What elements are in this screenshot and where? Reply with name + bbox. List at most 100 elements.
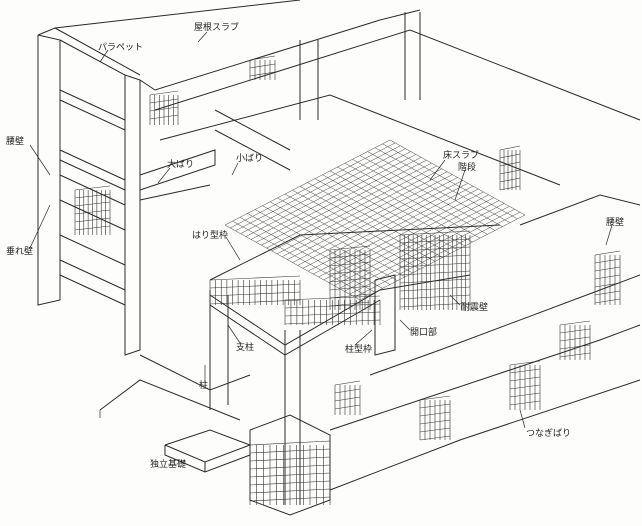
rebar-line — [74, 201, 111, 207]
rebar-line — [249, 480, 331, 486]
rebar-line — [559, 352, 591, 358]
rebar-line — [249, 456, 331, 462]
label-tie-beam: つなぎばり — [526, 429, 572, 439]
rebar-line — [349, 209, 515, 295]
label-parapet: パラペット — [98, 43, 144, 53]
rebar-line — [287, 174, 453, 260]
label-beam-formwork: はり型枠 — [192, 231, 229, 241]
rebar-line — [249, 63, 276, 69]
rebar-line — [499, 185, 521, 191]
rebar-line — [509, 384, 541, 390]
rebar-line — [329, 277, 371, 283]
rebar-line — [509, 400, 541, 406]
rebar-line — [359, 214, 526, 301]
label-hanging-wall: 垂れ壁 — [6, 247, 34, 257]
rebar-line — [559, 336, 591, 342]
rebar-line — [249, 496, 331, 502]
column-rebar — [249, 274, 396, 516]
rebar-line — [256, 157, 422, 243]
rebar-line — [399, 254, 471, 260]
rebar-line — [74, 185, 111, 191]
label-floor-slab: 床スラブ — [443, 151, 480, 161]
rebar-line — [284, 311, 381, 317]
rebar-line — [399, 294, 471, 300]
label-stairs: 階段 — [458, 163, 477, 173]
rebar-line — [245, 151, 411, 237]
rebar-line — [230, 142, 396, 229]
label-column: 柱 — [199, 381, 209, 391]
rebar-line — [292, 177, 458, 263]
rebar-line — [399, 238, 471, 244]
rebar-line — [399, 270, 471, 276]
label-small-beam: 小ばり — [236, 154, 264, 164]
rebar-line — [329, 293, 371, 299]
rebar-line — [509, 376, 541, 382]
rebar-line — [149, 106, 179, 112]
rebar-line — [509, 368, 541, 374]
rebar-line — [594, 266, 621, 272]
label-spandrel-wall-right: 腰壁 — [606, 218, 625, 228]
rebar-line — [499, 153, 521, 159]
rebar-line — [399, 230, 471, 236]
rebar-line — [594, 298, 621, 304]
rebar-line — [594, 274, 621, 280]
rebar-line — [249, 440, 331, 446]
label-isolated-footing: 独立基礎 — [150, 460, 187, 470]
rebar-line — [249, 488, 331, 494]
rebar-line — [419, 411, 451, 417]
rebar-line — [74, 217, 111, 223]
rebar-line — [594, 290, 621, 296]
label-support-post: 支柱 — [236, 343, 255, 353]
rebar-line — [261, 159, 427, 246]
rebar-line — [149, 90, 179, 96]
rebar-line — [419, 435, 451, 441]
rebar-line — [323, 194, 489, 281]
rebar-line — [509, 392, 541, 398]
rebar-line — [209, 275, 301, 281]
rebar-line — [559, 320, 591, 326]
rebar-line — [74, 225, 111, 231]
rebar-line — [209, 283, 301, 289]
rebar-line — [149, 114, 179, 120]
rebar-line — [209, 291, 301, 297]
rebar-line — [329, 269, 371, 275]
rebar-line — [509, 360, 541, 366]
rebar-line — [249, 71, 276, 77]
leader-lines — [29, 31, 613, 429]
rebar-line — [559, 344, 591, 350]
rebar-line — [284, 319, 381, 325]
rebar-line — [334, 396, 361, 402]
rebar-line — [334, 388, 361, 394]
rebar-line — [328, 197, 494, 283]
rebar-cages — [74, 55, 621, 505]
rebar-line — [594, 258, 621, 264]
slab-rebar-mesh — [224, 139, 526, 301]
rebar-line — [74, 209, 111, 215]
rebar-line — [282, 171, 448, 257]
rebar-line — [297, 180, 463, 266]
rebar-line — [329, 261, 371, 267]
rebar-line — [224, 139, 391, 226]
rebar-line — [318, 191, 484, 278]
rebar-line — [284, 303, 381, 309]
rebar-line — [250, 154, 417, 240]
rebar-line — [249, 55, 276, 61]
label-girder: 大ばり — [167, 160, 195, 170]
rebar-line — [276, 168, 443, 255]
rebar-line — [329, 253, 371, 259]
rebar-line — [334, 404, 361, 410]
rebar-line — [307, 185, 474, 272]
rebar-line — [499, 177, 521, 183]
label-spandrel-wall-left: 腰壁 — [6, 137, 25, 147]
label-opening: 開口部 — [410, 328, 438, 338]
rebar-line — [284, 295, 381, 301]
rebar-line — [334, 380, 361, 386]
left-facade — [37, 0, 301, 356]
rebar-line — [499, 145, 521, 151]
rebar-line — [399, 262, 471, 268]
rebar-line — [329, 285, 371, 291]
rebar-line — [419, 403, 451, 409]
rebar-line — [399, 278, 471, 284]
